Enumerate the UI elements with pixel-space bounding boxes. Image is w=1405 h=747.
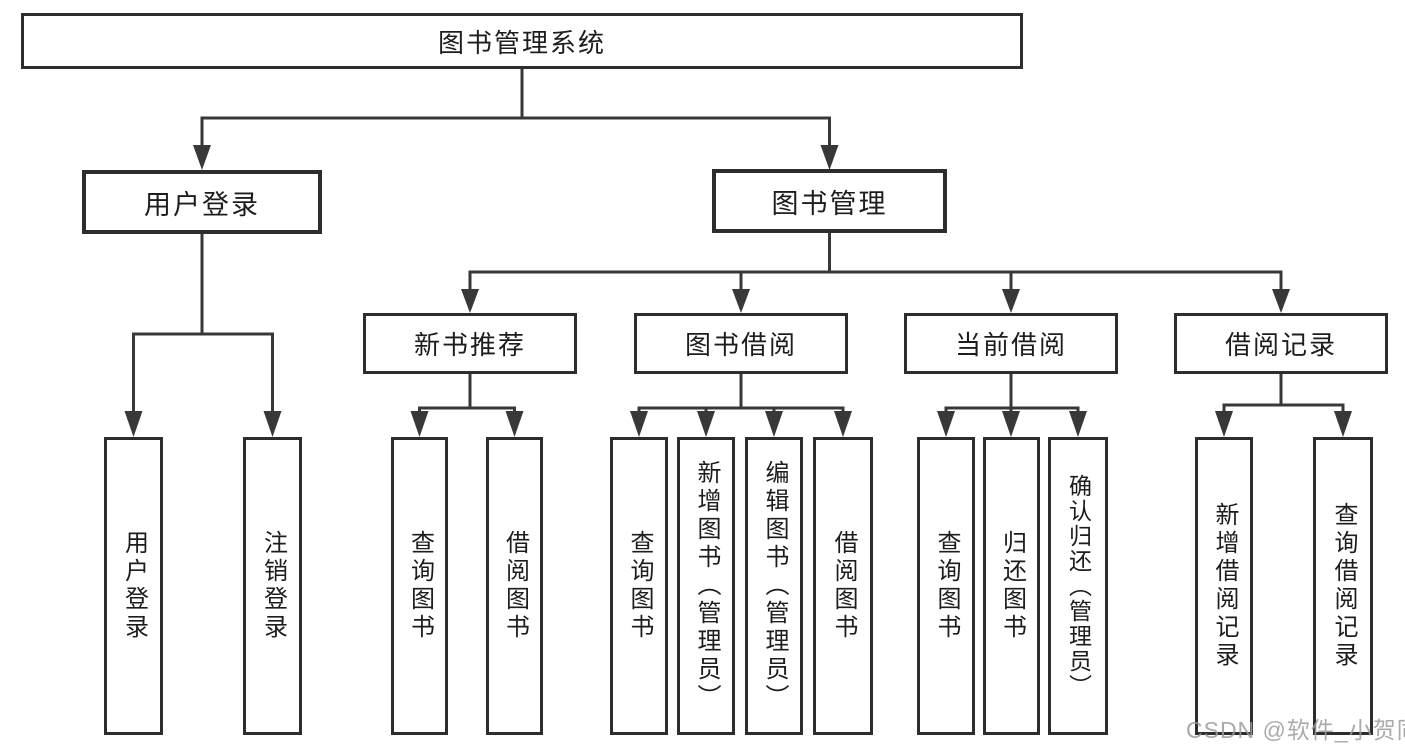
leaf-user-login-label: 用户登录 — [120, 530, 148, 642]
node-book-management: 图书管理 — [712, 169, 947, 233]
node-user-login-label: 用户登录 — [144, 189, 260, 220]
leaf-edit-book-admin-label: 编辑图书（管理员） — [761, 460, 788, 712]
leaf-borrow-books-label: 借阅图书 — [830, 530, 857, 642]
leaf-borrow-books: 借阅图书 — [813, 437, 873, 735]
node-user-login: 用户登录 — [82, 170, 322, 234]
leaf-user-login: 用户登录 — [104, 437, 163, 735]
leaf-borrow-books-recommend-label: 借阅图书 — [501, 530, 529, 642]
leaf-add-borrow-record-label: 新增借阅记录 — [1211, 502, 1238, 670]
node-root-label: 图书管理系统 — [437, 27, 606, 58]
leaf-confirm-return-admin-label: 确认归还（管理员） — [1065, 473, 1092, 699]
leaf-logout-label: 注销登录 — [259, 530, 287, 642]
leaf-search-borrow-record-label: 查询借阅记录 — [1330, 502, 1357, 670]
leaf-confirm-return-admin: 确认归还（管理员） — [1048, 437, 1108, 735]
leaf-return-books-label: 归还图书 — [998, 530, 1026, 642]
leaf-borrow-books-recommend: 借阅图书 — [486, 437, 543, 735]
arrowheads — [124, 145, 1352, 437]
node-root: 图书管理系统 — [21, 13, 1023, 69]
leaf-return-books: 归还图书 — [983, 437, 1040, 735]
leaf-search-books-recommend: 查询图书 — [391, 437, 448, 735]
leaf-search-books-borrow: 查询图书 — [610, 437, 668, 735]
leaf-search-books-current: 查询图书 — [917, 437, 975, 735]
node-book-borrow: 图书借阅 — [634, 313, 848, 374]
leaf-add-book-admin-label: 新增图书（管理员） — [693, 460, 720, 712]
leaf-search-books-recommend-label: 查询图书 — [406, 530, 434, 642]
node-book-management-label: 图书管理 — [771, 188, 888, 219]
node-current-borrow: 当前借阅 — [904, 313, 1118, 374]
leaf-search-books-current-label: 查询图书 — [933, 530, 960, 642]
leaf-add-book-admin: 新增图书（管理员） — [677, 437, 735, 735]
node-current-borrow-label: 当前借阅 — [954, 330, 1067, 360]
leaf-add-borrow-record: 新增借阅记录 — [1195, 437, 1253, 735]
node-borrow-records: 借阅记录 — [1174, 313, 1388, 374]
leaf-search-borrow-record: 查询借阅记录 — [1313, 437, 1373, 735]
leaf-search-books-borrow-label: 查询图书 — [626, 530, 653, 642]
node-new-book-recommend-label: 新书推荐 — [413, 330, 526, 360]
node-new-book-recommend: 新书推荐 — [363, 313, 577, 374]
leaf-logout: 注销登录 — [243, 437, 302, 735]
leaf-edit-book-admin: 编辑图书（管理员） — [745, 437, 803, 735]
node-book-borrow-label: 图书借阅 — [684, 330, 797, 360]
node-borrow-records-label: 借阅记录 — [1224, 330, 1337, 360]
